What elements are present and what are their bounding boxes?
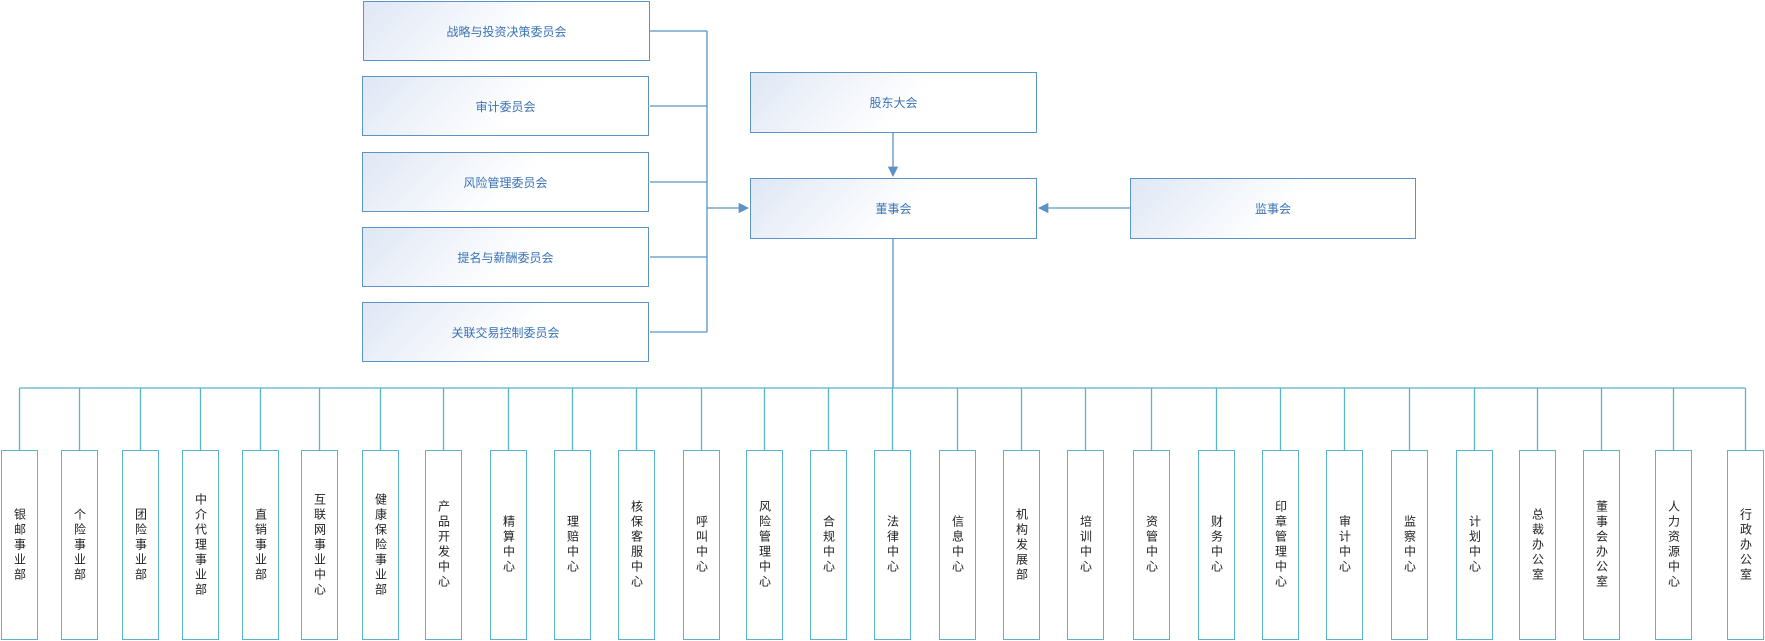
department-box: 合规中心 <box>810 450 847 640</box>
shareholders-meeting-box: 股东大会 <box>750 72 1037 133</box>
board-of-directors-box: 董事会 <box>750 178 1037 239</box>
department-box: 机构发展部 <box>1003 450 1040 640</box>
committee-audit: 审计委员会 <box>362 76 649 136</box>
department-box: 中介代理事业部 <box>182 450 219 640</box>
committee-nomination-compensation: 提名与薪酬委员会 <box>362 227 649 287</box>
department-box: 董事会办公室 <box>1583 450 1620 640</box>
department-box: 计划中心 <box>1456 450 1493 640</box>
department-box: 健康保险事业部 <box>362 450 399 640</box>
department-box: 培训中心 <box>1067 450 1104 640</box>
department-box: 银邮事业部 <box>1 450 38 640</box>
department-box: 印章管理中心 <box>1262 450 1299 640</box>
committee-related-transactions: 关联交易控制委员会 <box>362 302 649 362</box>
department-box: 审计中心 <box>1326 450 1363 640</box>
department-box: 总裁办公室 <box>1519 450 1556 640</box>
department-box: 监察中心 <box>1391 450 1428 640</box>
department-box: 核保客服中心 <box>618 450 655 640</box>
department-box: 个险事业部 <box>61 450 98 640</box>
department-box: 精算中心 <box>490 450 527 640</box>
department-box: 法律中心 <box>874 450 911 640</box>
department-box: 呼叫中心 <box>683 450 720 640</box>
department-box: 资管中心 <box>1133 450 1170 640</box>
department-box: 直销事业部 <box>242 450 279 640</box>
department-box: 风险管理中心 <box>746 450 783 640</box>
committee-strategy-investment: 战略与投资决策委员会 <box>363 1 650 61</box>
department-box: 产品开发中心 <box>425 450 462 640</box>
department-box: 理赔中心 <box>554 450 591 640</box>
department-box: 行政办公室 <box>1727 450 1764 640</box>
department-box: 财务中心 <box>1198 450 1235 640</box>
department-box: 互联网事业中心 <box>301 450 338 640</box>
supervisory-board-box: 监事会 <box>1130 178 1416 239</box>
committee-risk-management: 风险管理委员会 <box>362 152 649 212</box>
department-box: 团险事业部 <box>122 450 159 640</box>
department-box: 人力资源中心 <box>1655 450 1692 640</box>
department-box: 信息中心 <box>939 450 976 640</box>
